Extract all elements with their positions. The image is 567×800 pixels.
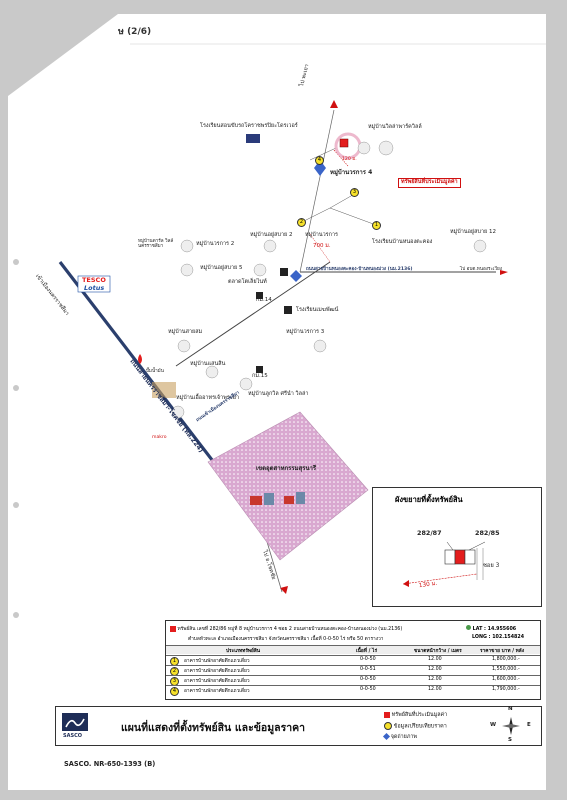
label-village-aursabai12: หมู่บ้านอยู่สบาย 12 xyxy=(450,229,497,235)
label-school-nongtakong: โรงเรียนบ้านหนองตะคอง xyxy=(372,239,433,245)
table-row: 2 อาคารบ้านพักอาศัยตึกแถวเดี่ยว 0-0-51 1… xyxy=(166,665,540,676)
compass-n: N xyxy=(508,706,513,712)
asset-square-icon xyxy=(170,625,176,632)
yellow-circle-icon xyxy=(384,722,392,730)
lat-icon xyxy=(466,625,471,630)
label-village-vorakarn2: หมู่บ้านวรการ 2 xyxy=(196,241,235,247)
label-village-4: หมู่บ้านวรการ 4 xyxy=(330,169,373,176)
footer-title: แผนที่แสดงที่ตั้งทรัพย์สิน และข้อมูลราคา xyxy=(121,722,306,734)
label-km15: กม.15 xyxy=(252,373,268,379)
table-row: 3 อาคารบ้านพักอาศัยตึกแถวเดี่ยว 0-0-50 1… xyxy=(166,675,540,686)
comparable-marker-1: 1 xyxy=(372,221,381,230)
label-distance-700: 700 ม. xyxy=(313,243,331,249)
lat: LAT : 14.955606 xyxy=(466,625,516,632)
label-ptt: ปั๊มน้ำมัน xyxy=(146,369,164,374)
label-makro: makro xyxy=(152,435,167,440)
comparable-marker-3: 3 xyxy=(350,188,359,197)
inset-drawing xyxy=(402,541,486,587)
legend-photo: จุดถ่ายภาพ xyxy=(382,732,417,741)
compass-s: S xyxy=(508,737,512,743)
asset-desc: เลขที่ 282/86 หมู่ที่ 8 หมู่บ้านวรการ 4 … xyxy=(196,627,403,632)
long: LONG : 102.154824 xyxy=(472,635,525,640)
label-village-vorakarn: หมู่บ้านวรการ xyxy=(305,232,339,238)
label-village-sansin: หมู่บ้านแสนสิน xyxy=(190,361,226,367)
asset-row: ทรัพย์สิน เลขที่ 282/86 หมู่ที่ 8 หมู่บ้… xyxy=(170,625,402,633)
compass-w: W xyxy=(490,722,497,728)
inset-plan: ผังขยายที่ตั้งทรัพย์สิน 282/87 282/85 ซอ… xyxy=(372,487,542,607)
compass-icon xyxy=(502,717,520,735)
blue-diamond-icon xyxy=(382,732,391,741)
label-village-villa: หมู่บ้านวิลล่าพาร์ควิลล์ xyxy=(368,124,422,130)
sasco-logo-icon xyxy=(62,713,88,731)
label-industrial: เขตอุตสาหกรรมสุรนารี xyxy=(256,465,317,472)
inset-plot-a: 282/87 xyxy=(417,529,442,537)
label-road-right: ไป อบต.หนองระเวียง xyxy=(460,267,502,272)
red-square-icon xyxy=(384,711,390,718)
label-village-aursabai2: หมู่บ้านอยู่สบาย 2 xyxy=(250,232,293,238)
table-header-row: ประเภททรัพย์สิน เนื้อที่ / ไร่ ขนาดหน้าก… xyxy=(166,645,540,654)
label-school-nongrawiang: โรงเรียนเมฆพัฒน์ xyxy=(296,307,339,313)
label-village-amata: หมู่บ้านเอื้ออาทรเจ้าพระยา xyxy=(176,395,240,401)
label-km14: กม.14 xyxy=(256,297,272,303)
header-price: ราคาขาย บาท / หลัง xyxy=(480,649,525,654)
label-village-sansom: หมู่บ้านสายสม xyxy=(168,329,203,335)
logo-text: SASCO xyxy=(63,733,82,739)
page-indicator: ษ (2/6) xyxy=(118,27,152,37)
tesco-logo-text: TESCO xyxy=(82,276,106,284)
table-row: 4 อาคารบ้านพักอาศัยตึกแถวเดี่ยว 0-0-50 1… xyxy=(166,685,540,696)
asset-prefix: ทรัพย์สิน xyxy=(177,627,196,632)
document-number: SASCO. NR-650-1393 (B) xyxy=(64,760,156,768)
header-width: ขนาดหน้ากว้าง / เมตร xyxy=(414,649,462,654)
label-road-main: ถนนสายบ้านหนองตะคอง-บ้านหนองม่วง (นม.213… xyxy=(306,267,413,272)
header-area: เนื้อที่ / ไร่ xyxy=(356,649,378,654)
label-assessed-callout: ทรัพย์สินที่ประเมินมูลค่า xyxy=(398,178,461,188)
label-market: ตลาดโตเล็ยไนท์ xyxy=(228,279,267,285)
label-village-daranwilla: หมู่บ้านดารัล วิลล์ นครราชสีมา xyxy=(138,239,174,249)
label-village-vorakarn3: หมู่บ้านวรการ 3 xyxy=(286,329,325,335)
asset-loc: ตำบลหัวทะเล อำเภอเมืองนครราชสีมา จังหวัด… xyxy=(188,637,384,642)
comparable-marker-2: 2 xyxy=(297,218,306,227)
legend-compare: ข้อมูลเปรียบเทียบราคา xyxy=(384,722,447,731)
inset-plot-b: 282/85 xyxy=(475,529,500,537)
header-type: ประเภททรัพย์สิน xyxy=(226,649,261,654)
inset-title: ผังขยายที่ตั้งทรัพย์สิน xyxy=(395,495,463,504)
legend-asset: ทรัพย์สินที่ประเมินมูลค่า xyxy=(384,711,447,719)
compass-e: E xyxy=(527,722,531,728)
comparable-marker-4: 4 xyxy=(315,156,324,165)
label-distance-120: 120 ม. xyxy=(342,157,357,162)
table-row: 1 อาคารบ้านพักอาศัยตึกแถวเดี่ยว 0-0-50 1… xyxy=(166,655,540,666)
label-school-top: โรงเรียนสอนขับรถโคราชพรปิยะโดรเวอร์ xyxy=(200,123,298,129)
label-village-sri: หมู่บ้านลูกวิล ศรีนำ วิลล่า xyxy=(248,391,309,397)
footer: SASCO แผนที่แสดงที่ตั้งทรัพย์สิน และข้อม… xyxy=(55,706,542,746)
lotus-logo-text: Lotus xyxy=(84,284,105,292)
legend-table: ทรัพย์สิน เลขที่ 282/86 หมู่ที่ 8 หมู่บ้… xyxy=(165,620,541,700)
label-village-aursabai5: หมู่บ้านอยู่สบาย 5 xyxy=(200,265,243,271)
inset-soi: ซอย 3 xyxy=(483,563,500,569)
